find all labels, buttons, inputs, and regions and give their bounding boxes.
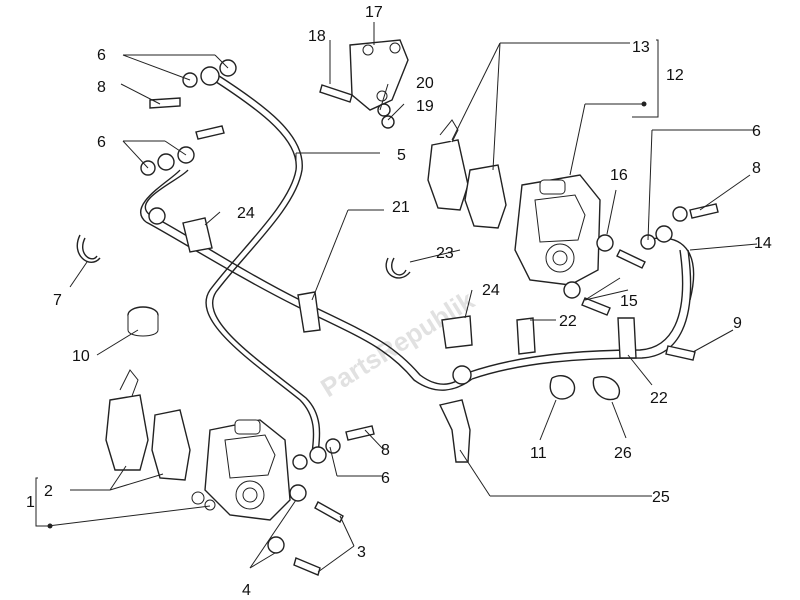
banjo-fitting-lower — [309, 446, 327, 464]
callout-14: 14 — [754, 235, 772, 252]
bracket-25 — [438, 399, 471, 463]
nut-19 — [381, 115, 395, 129]
banjo-fitting-mid — [157, 153, 175, 171]
washer-6-right-b — [672, 206, 688, 222]
callout-11: 11 — [530, 445, 547, 462]
leader-lines — [35, 22, 758, 573]
callout-4: 4 — [242, 582, 251, 599]
callout-16: 16 — [610, 167, 628, 184]
callout-12: 12 — [666, 67, 684, 84]
bolt-lower-1 — [314, 501, 344, 523]
clip-22-a — [516, 317, 536, 355]
banjo-fitting-top — [200, 66, 220, 86]
brake-pad-upper-2 — [464, 164, 507, 229]
clip-24-left — [182, 217, 213, 253]
callout-8-top: 8 — [97, 79, 106, 96]
brake-caliper-upper — [514, 174, 601, 286]
callout-2: 2 — [44, 483, 53, 500]
bolt-18 — [319, 84, 353, 103]
bolt-16 — [616, 249, 646, 269]
callout-6-top: 6 — [97, 47, 106, 64]
washer-16 — [596, 234, 614, 252]
clip-24-center — [441, 315, 473, 349]
callout-7: 7 — [53, 292, 62, 309]
bolt-8-top — [149, 97, 181, 109]
banjo-fitting-right — [655, 225, 673, 243]
callout-3: 3 — [357, 544, 366, 561]
callout-24-left: 24 — [237, 205, 255, 222]
washer-15 — [563, 281, 581, 299]
hose-clamp-7 — [76, 234, 101, 263]
callout-6-right: 6 — [752, 123, 761, 140]
callout-9: 9 — [733, 315, 742, 332]
brake-pad-lower-1 — [105, 369, 149, 471]
callout-1: 1 — [26, 494, 35, 511]
brake-pad-upper-1 — [427, 119, 469, 211]
washer-lower — [289, 484, 307, 502]
washer-20 — [377, 103, 391, 117]
brake-pad-lower-2 — [151, 409, 191, 481]
washer-6-lower-b — [325, 438, 341, 454]
callout-18: 18 — [308, 28, 326, 45]
hose-clamp-11 — [549, 375, 576, 400]
callout-25: 25 — [652, 489, 670, 506]
callout-26: 26 — [614, 445, 632, 462]
washer-lower-2 — [267, 536, 285, 554]
clip-22-b — [617, 317, 637, 359]
callout-17: 17 — [365, 4, 383, 21]
callout-8-lower: 8 — [381, 442, 390, 459]
callout-24-center: 24 — [482, 282, 500, 299]
callout-22-b: 22 — [650, 390, 668, 407]
callout-21: 21 — [392, 199, 410, 216]
bolt-8-mid — [195, 125, 225, 140]
callout-19: 19 — [416, 98, 434, 115]
callout-8-right: 8 — [752, 160, 761, 177]
brake-hose-21 — [140, 169, 692, 391]
washer-6-lower — [292, 454, 308, 470]
bracket-17 — [349, 39, 409, 111]
callout-20: 20 — [416, 75, 434, 92]
bolt-9 — [665, 345, 696, 361]
brake-caliper-lower — [191, 419, 291, 521]
callout-6-mid: 6 — [97, 134, 106, 151]
callout-22-a: 22 — [559, 313, 577, 330]
bolt-8-lower — [345, 425, 375, 441]
bolt-8-right — [689, 203, 719, 219]
brake-hose-5 — [205, 73, 321, 456]
callout-23: 23 — [436, 245, 454, 262]
hose-clip-10 — [127, 306, 159, 337]
bolt-15 — [581, 297, 611, 316]
callout-10: 10 — [72, 348, 90, 365]
grommet-center — [452, 365, 472, 385]
callout-labels: 1 2 3 4 5 6 6 6 6 7 8 8 8 9 10 11 12 13 … — [26, 4, 772, 599]
spring-clamp-23 — [385, 257, 411, 279]
grommet-left — [148, 207, 166, 225]
bolt-lower-2 — [293, 557, 321, 576]
hose-clamp-26 — [592, 376, 621, 401]
clip-21 — [297, 291, 321, 333]
callout-5: 5 — [397, 147, 406, 164]
callout-13: 13 — [632, 39, 650, 56]
callout-15: 15 — [620, 293, 638, 310]
callout-6-lower: 6 — [381, 470, 390, 487]
